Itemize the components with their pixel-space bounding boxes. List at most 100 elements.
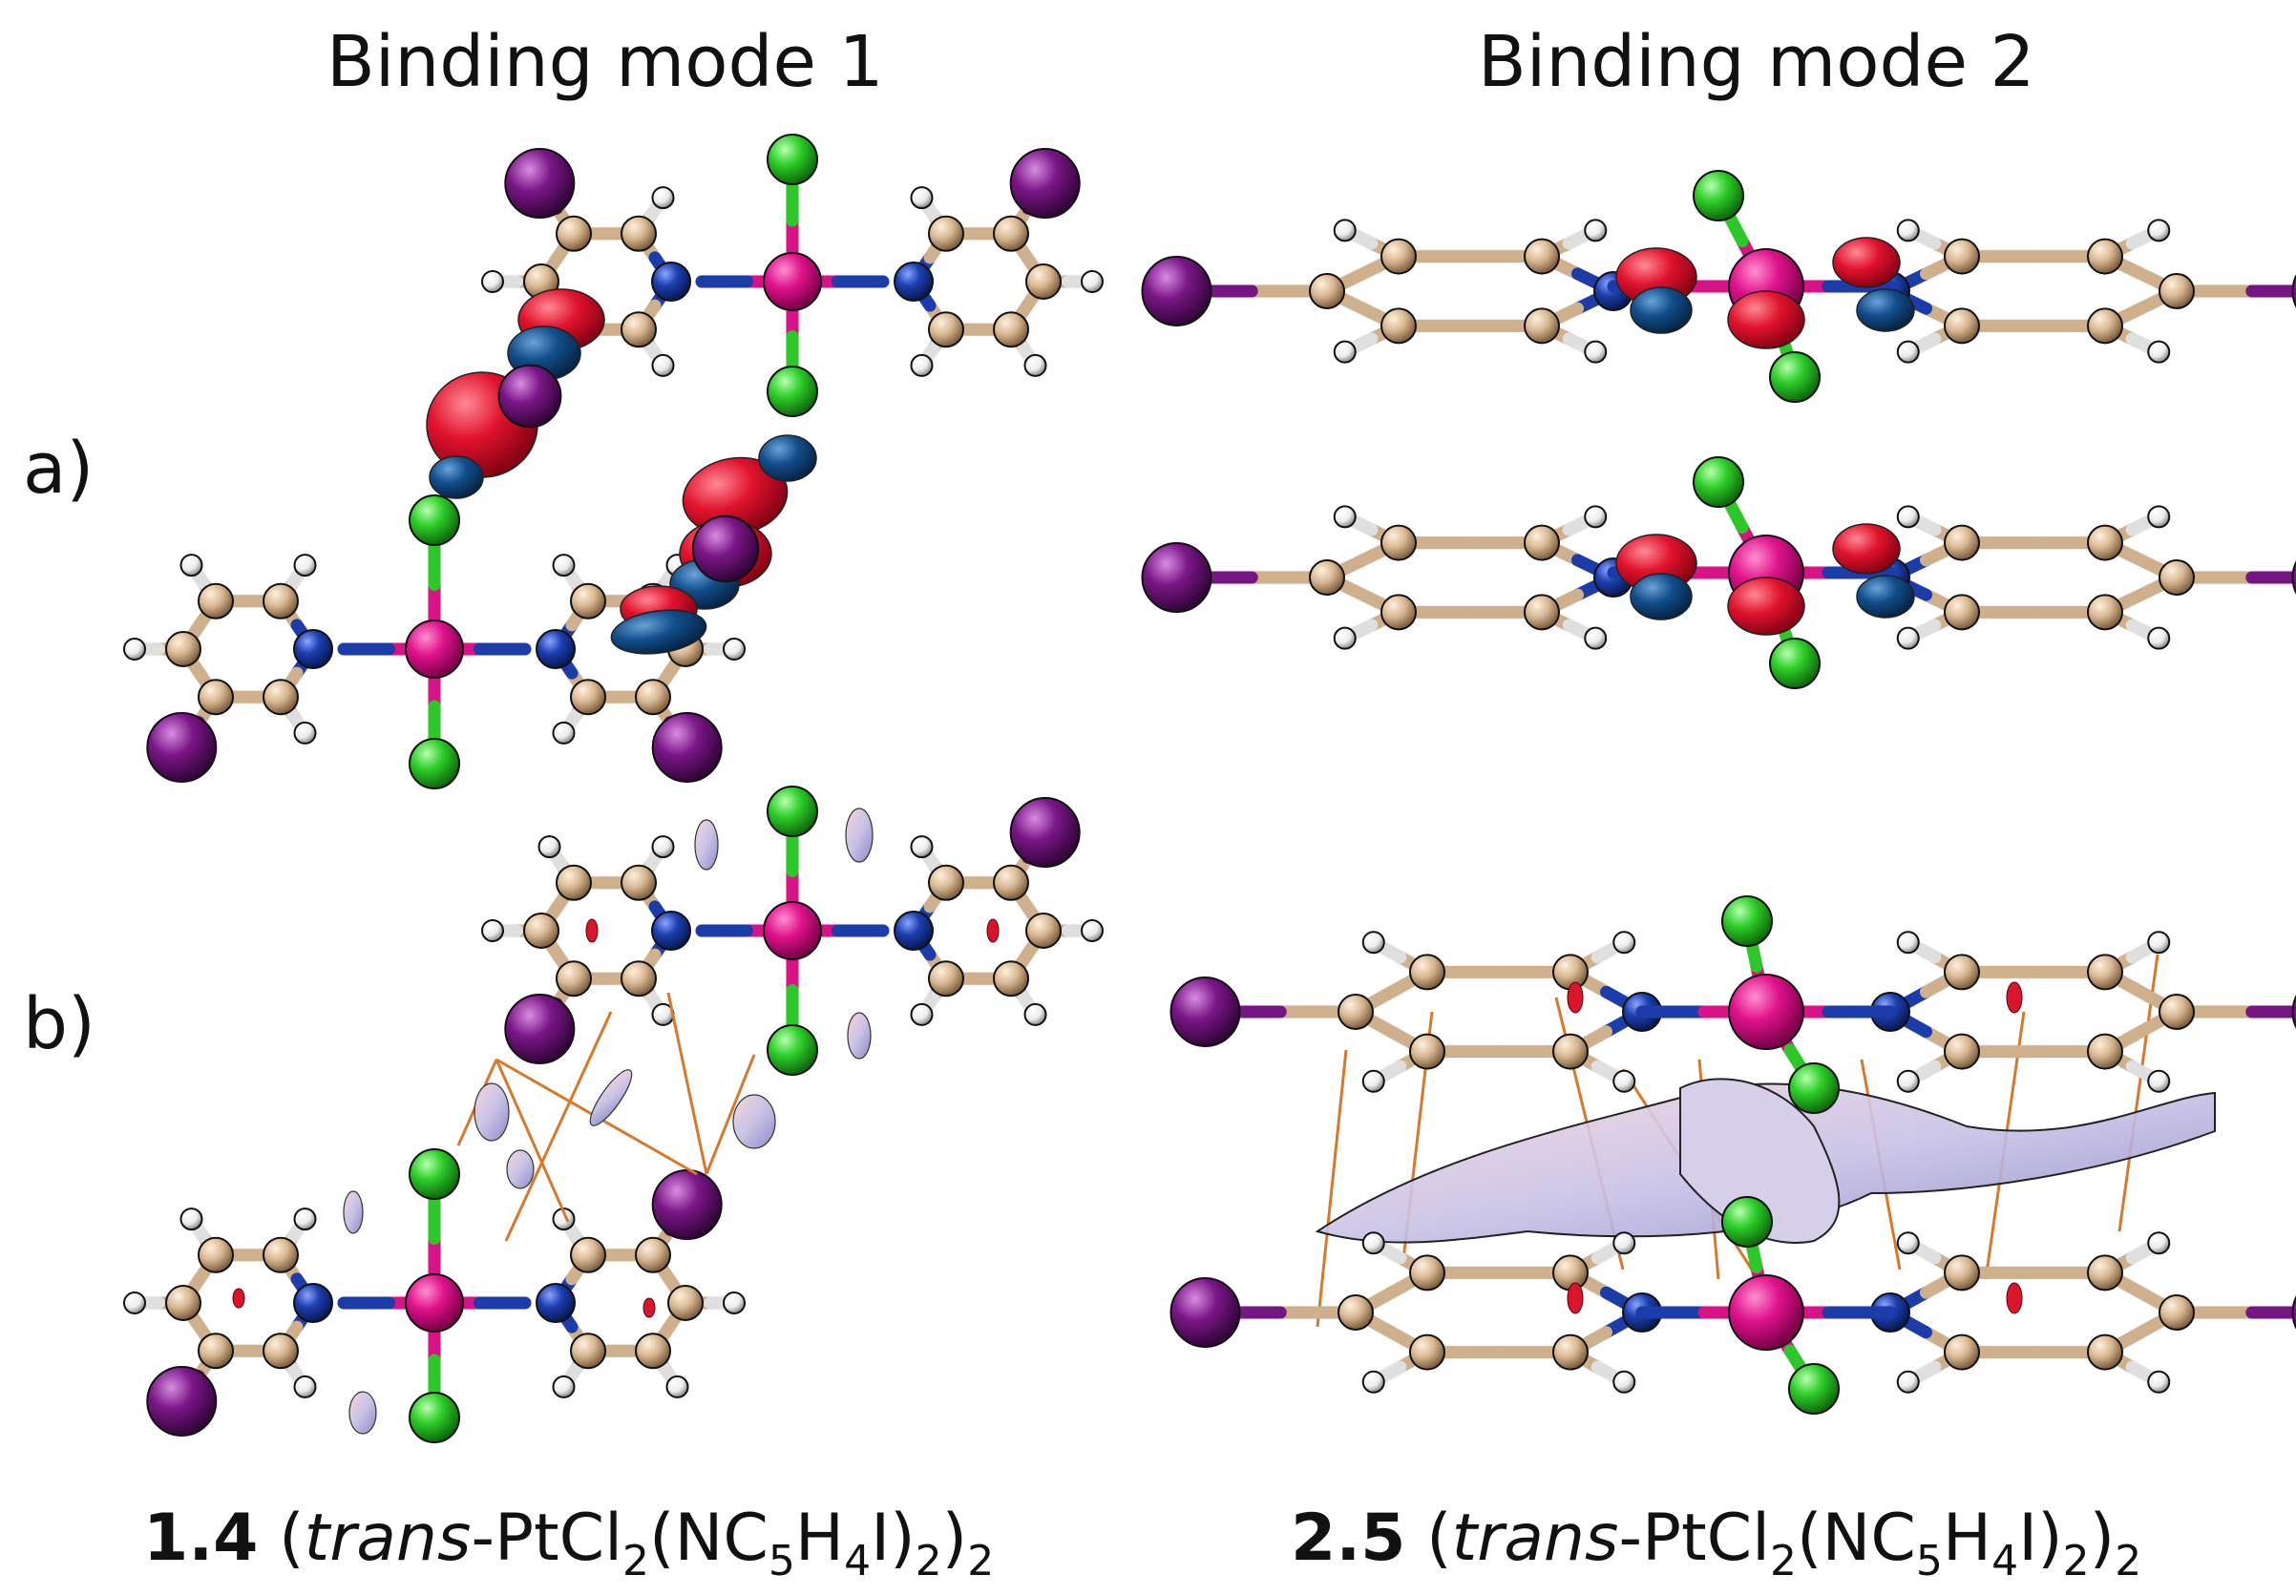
atom-h bbox=[552, 721, 576, 745]
atom-i bbox=[146, 711, 218, 783]
atom-i bbox=[2291, 560, 2296, 595]
atom-c bbox=[1552, 1254, 1589, 1292]
atom-c bbox=[635, 679, 671, 716]
atom-h bbox=[552, 1375, 576, 1398]
atom-h bbox=[1361, 1231, 1385, 1255]
atom-c bbox=[621, 215, 657, 252]
atom-h bbox=[651, 186, 675, 210]
nci-surface-red bbox=[642, 1297, 656, 1318]
atom-h bbox=[1896, 219, 1920, 242]
atom-c bbox=[1025, 913, 1062, 949]
caption-text: (NC bbox=[1797, 1501, 1916, 1576]
atom-c bbox=[1409, 954, 1445, 991]
header-binding-mode-2: Binding mode 2 bbox=[1478, 21, 2035, 103]
atom-c bbox=[1944, 594, 1980, 631]
caption-subscript: 2 bbox=[2062, 1537, 2090, 1586]
atom-i bbox=[2291, 995, 2296, 1029]
atom-h bbox=[2147, 1231, 2171, 1255]
panel-a-binding-mode-1 bbox=[123, 134, 1104, 789]
atom-c bbox=[1409, 1254, 1445, 1292]
atom-i bbox=[1009, 797, 1081, 869]
atom-h bbox=[1023, 353, 1047, 377]
atom-h bbox=[537, 835, 561, 859]
orbital-lobe-blue bbox=[758, 434, 817, 482]
atom-c bbox=[621, 311, 657, 348]
atom-c bbox=[928, 215, 964, 252]
atom-c bbox=[2159, 559, 2195, 596]
atom-c bbox=[2087, 524, 2123, 561]
contact-line bbox=[705, 1054, 756, 1175]
nci-surface-red bbox=[232, 1288, 245, 1309]
atom-cl bbox=[1788, 1363, 1840, 1415]
atom-pt bbox=[405, 1273, 464, 1333]
atom-h bbox=[2147, 1370, 2171, 1394]
atom-h bbox=[1896, 1069, 1920, 1093]
atom-c bbox=[621, 864, 657, 901]
atom-c bbox=[2087, 307, 2123, 345]
header-binding-mode-1: Binding mode 1 bbox=[326, 21, 884, 103]
atom-c bbox=[993, 215, 1029, 252]
atom-h bbox=[1081, 919, 1104, 942]
atom-c bbox=[928, 864, 964, 901]
atom-cl bbox=[1693, 456, 1744, 508]
caption-binding-mode-1: 1.4 (trans-PtCl2(NC5H4I)2)2 bbox=[143, 1501, 994, 1586]
atom-i bbox=[651, 711, 723, 783]
atom-i bbox=[1169, 1277, 1241, 1348]
contact-line bbox=[504, 1011, 613, 1242]
atom-c bbox=[1409, 1334, 1445, 1371]
atom-c bbox=[556, 864, 592, 901]
atom-c bbox=[993, 864, 1029, 901]
nci-surface-red bbox=[1567, 981, 1584, 1014]
atom-h bbox=[1584, 219, 1608, 242]
atom-h bbox=[910, 186, 934, 210]
atom-h bbox=[723, 1292, 746, 1314]
atom-h bbox=[651, 835, 675, 859]
atom-c bbox=[1524, 594, 1560, 631]
atom-c bbox=[1524, 238, 1560, 275]
atom-c bbox=[2087, 238, 2123, 275]
atom-i bbox=[2291, 1295, 2296, 1330]
atom-c bbox=[1552, 1033, 1589, 1070]
orbital-lobe-red bbox=[1727, 577, 1805, 636]
caption-binding-mode-2: 2.5 (trans-PtCl2(NC5H4I)2)2 bbox=[1291, 1501, 2141, 1586]
atom-c bbox=[2087, 594, 2123, 631]
atom-h bbox=[2147, 931, 2171, 955]
atom-c bbox=[1025, 263, 1062, 300]
atom-c bbox=[2159, 1294, 2195, 1331]
atom-c bbox=[198, 1236, 234, 1273]
atom-c bbox=[2087, 1254, 2123, 1292]
atom-h bbox=[651, 353, 675, 377]
atom-c bbox=[1944, 954, 1980, 991]
caption-text: H bbox=[794, 1501, 845, 1576]
atom-h bbox=[910, 1002, 934, 1026]
atom-c bbox=[1944, 524, 1980, 561]
orbital-lobe-red bbox=[1727, 290, 1805, 349]
orbital-lobe-blue bbox=[1856, 575, 1915, 619]
atom-h bbox=[293, 721, 317, 745]
atom-cl bbox=[767, 134, 818, 185]
caption-text: ( bbox=[258, 1501, 305, 1576]
caption-subscript: 5 bbox=[1915, 1537, 1943, 1586]
atom-i bbox=[146, 1365, 218, 1437]
atom-i bbox=[2291, 274, 2296, 308]
panel-b-binding-mode-1 bbox=[123, 786, 1104, 1443]
caption-subscript: 4 bbox=[844, 1537, 872, 1586]
atom-cl bbox=[1721, 1196, 1773, 1248]
atom-c bbox=[2159, 994, 2195, 1030]
atom-c bbox=[621, 960, 657, 998]
atom-c bbox=[263, 582, 299, 620]
atom-cl bbox=[409, 1148, 460, 1200]
atom-h bbox=[1896, 1370, 1920, 1394]
atom-pt bbox=[763, 901, 822, 960]
atom-c bbox=[198, 582, 234, 620]
atom-h bbox=[1612, 1370, 1636, 1394]
atom-h bbox=[552, 554, 576, 578]
atom-i bbox=[1141, 542, 1212, 613]
atom-h bbox=[293, 1208, 317, 1231]
atom-h bbox=[1081, 270, 1104, 293]
atom-h bbox=[1584, 505, 1608, 529]
atom-cl bbox=[1788, 1062, 1840, 1114]
caption-text: ) bbox=[941, 1501, 968, 1576]
atom-cl bbox=[1769, 638, 1821, 689]
